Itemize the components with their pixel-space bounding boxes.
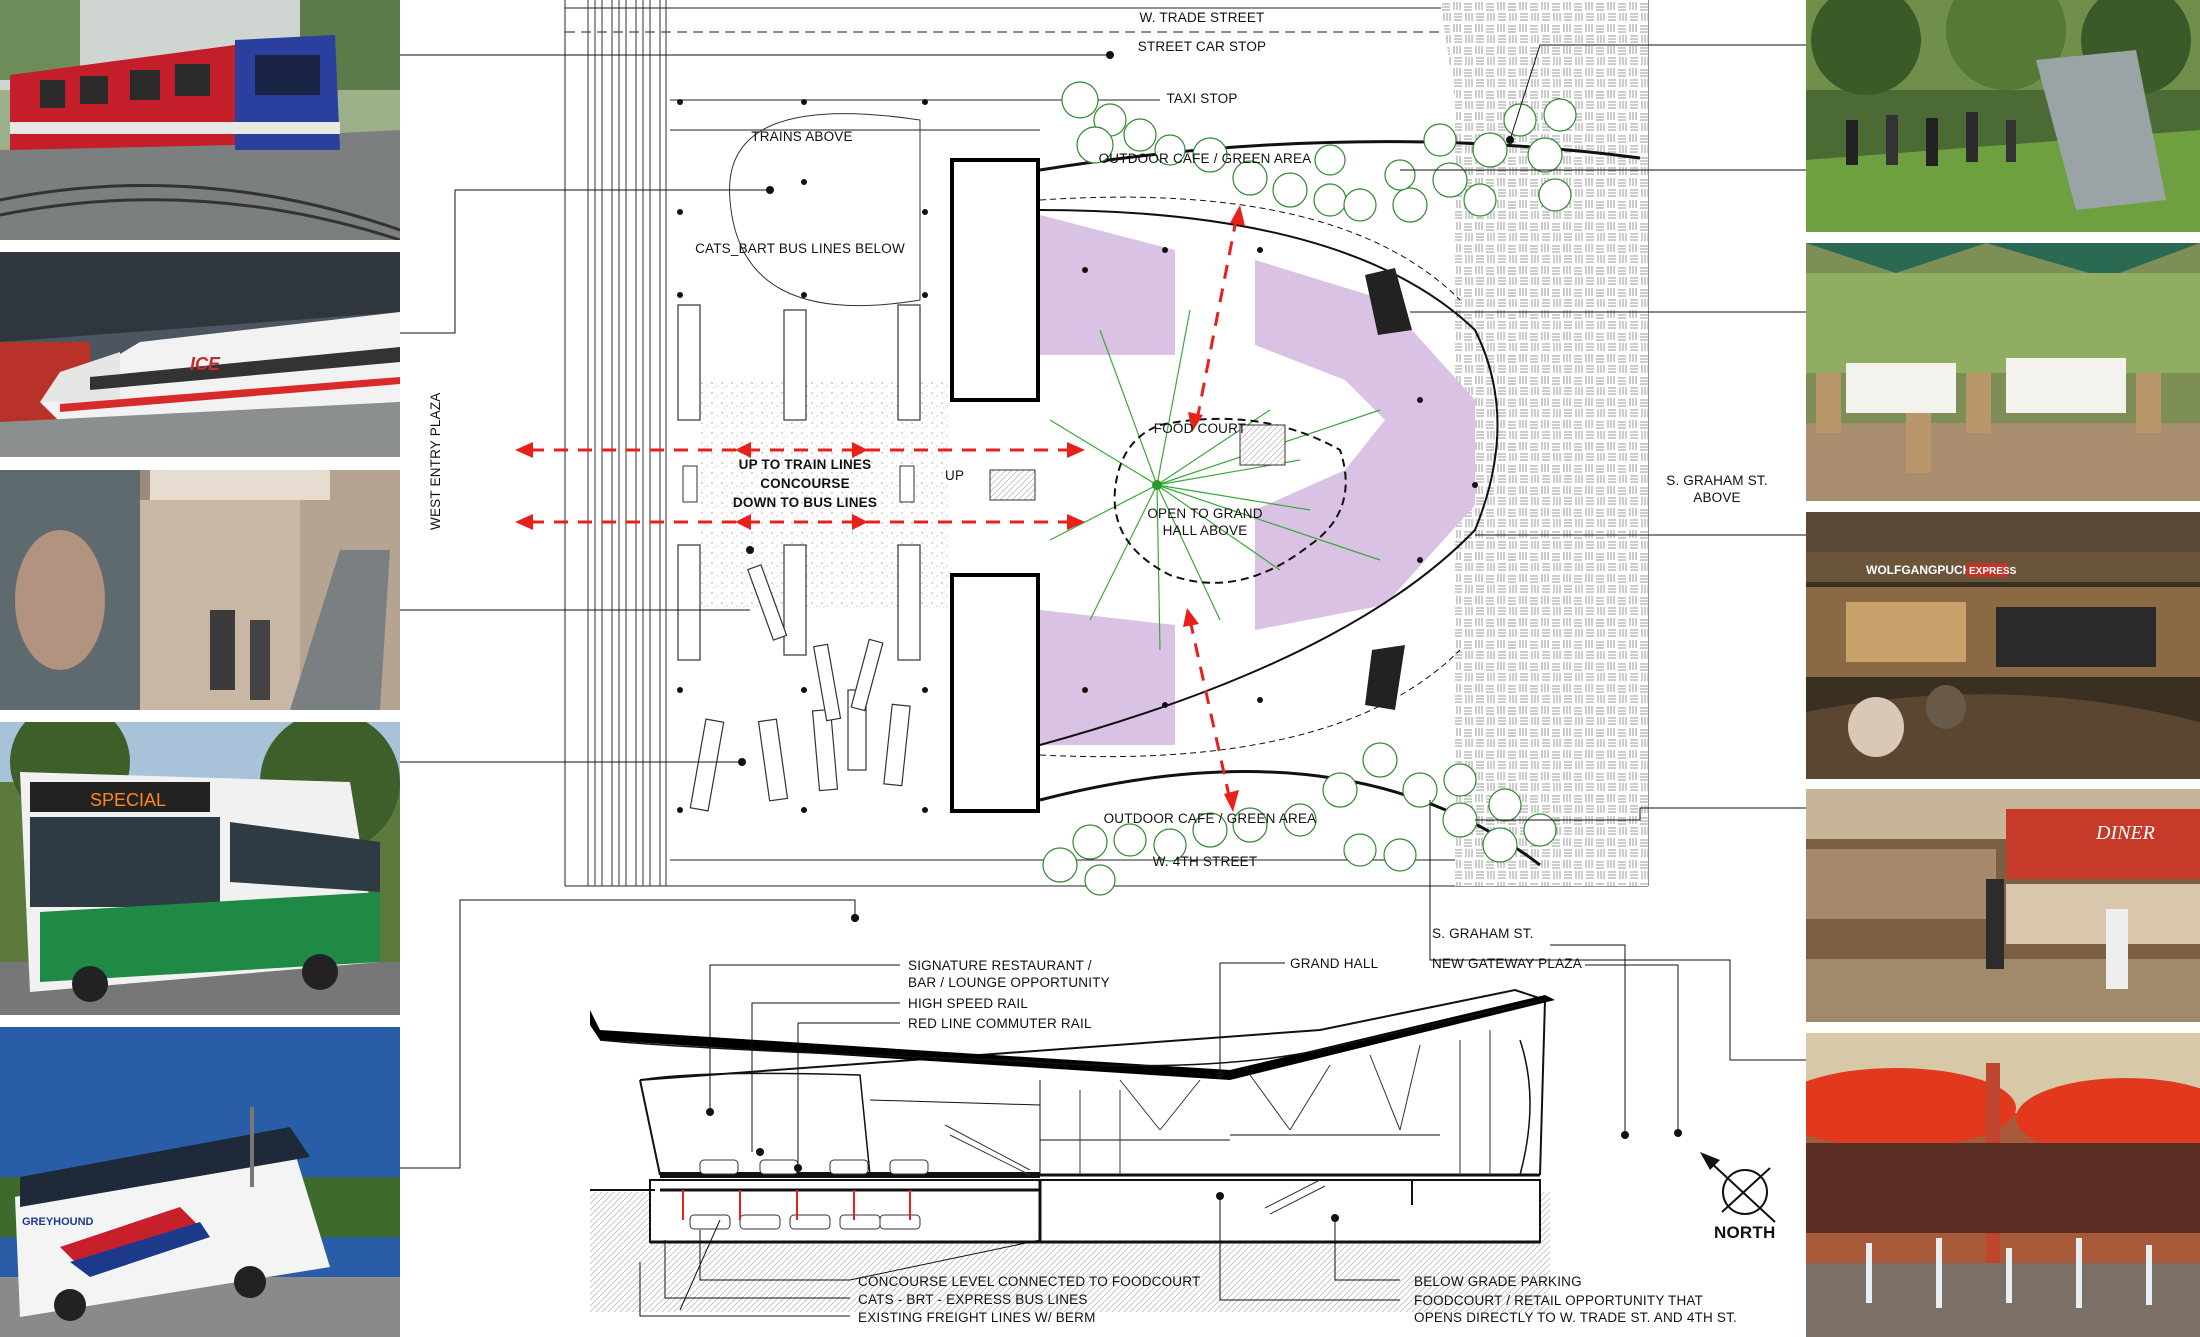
rail-tracks: [587, 0, 667, 886]
section-dots: [706, 914, 1682, 1222]
label-west-entry-plaza: WEST ENTRY PLAZA: [428, 392, 443, 531]
photo-streetcar: [0, 0, 400, 240]
label-up: UP: [945, 468, 965, 483]
label-w-trade-street: W. TRADE STREET: [1139, 10, 1265, 25]
trains-above-outline: [729, 113, 921, 307]
leader-dot: [1106, 51, 1114, 59]
label-s-graham-above-2: ABOVE: [1693, 490, 1741, 505]
bus-destination-sign: SPECIAL: [90, 790, 166, 810]
north-arrow-head: [1700, 1152, 1720, 1170]
label-open-to-grand: OPEN TO GRAND: [1147, 506, 1263, 521]
label-concourse: CONCOURSE: [760, 476, 850, 491]
retail-purple-zones: [1040, 215, 1475, 745]
section-drawing: [590, 988, 1550, 1312]
diner-sign: DINER: [2095, 822, 2155, 844]
photo-outdoor-cafe: [1806, 243, 2200, 501]
label-grand-hall: GRAND HALL: [1290, 956, 1379, 971]
leader-dot: [746, 546, 754, 554]
leader-dot: [766, 186, 774, 194]
section-stair: [944, 1124, 1326, 1215]
label-concourse-up: UP TO TRAIN LINES: [738, 457, 872, 472]
label-food-court: FOOD COURT: [1153, 421, 1247, 436]
label-hall-above: HALL ABOVE: [1162, 523, 1248, 538]
photo-concourse-escalator: [0, 470, 400, 710]
core-block-north: [950, 158, 1040, 402]
label-foodcourt-retail-2: OPENS DIRECTLY TO W. TRADE ST. AND 4TH S…: [1414, 1310, 1737, 1325]
food-court-radial: [1049, 309, 1381, 651]
leader-dot: [738, 758, 746, 766]
ice-logo: ICE: [190, 354, 221, 374]
label-street-car-stop: STREET CAR STOP: [1137, 39, 1267, 54]
section-red-arrows: [682, 1190, 911, 1220]
express-sign: EXPRESS: [1969, 566, 2017, 577]
label-high-speed-rail: HIGH SPEED RAIL: [908, 996, 1029, 1011]
escalators: [677, 304, 921, 661]
core-block-south: [950, 573, 1040, 813]
section-train-cars: [689, 1159, 929, 1230]
label-new-gateway-plaza: NEW GATEWAY PLAZA: [1432, 956, 1582, 971]
label-s-graham-st: S. GRAHAM ST.: [1432, 926, 1534, 941]
label-bar-lounge: BAR / LOUNGE OPPORTUNITY: [908, 975, 1110, 990]
label-north: NORTH: [1714, 1223, 1776, 1242]
label-cats-bart-bus: CATS_BART BUS LINES BELOW: [695, 241, 905, 256]
grand-hall-trusses: [1079, 1030, 1491, 1175]
label-outdoor-cafe-north: OUTDOOR CAFE / GREEN AREA: [1098, 151, 1312, 166]
photo-green-plaza: [1806, 0, 2200, 232]
food-court-stair: [1239, 424, 1286, 466]
north-arrow: [1707, 1159, 1776, 1223]
label-red-line: RED LINE COMMUTER RAIL: [908, 1016, 1092, 1031]
label-outdoor-cafe-south: OUTDOOR CAFE / GREEN AREA: [1103, 811, 1317, 826]
cafe-canopies: [1365, 268, 1412, 710]
photo-cats-bus: SPECIAL: [0, 722, 400, 1015]
circulation-arrowheads: [515, 205, 1245, 812]
label-existing-freight: EXISTING FREIGHT LINES W/ BERM: [858, 1310, 1096, 1325]
label-below-grade-parking: BELOW GRADE PARKING: [1414, 1274, 1582, 1289]
trees-north: [1061, 81, 1577, 223]
photo-greyhound-bus: GREYHOUND: [0, 1027, 400, 1337]
photo-ice-train: ICE: [0, 252, 400, 457]
concourse-doors: [682, 465, 1036, 503]
label-signature-restaurant: SIGNATURE RESTAURANT /: [908, 958, 1092, 973]
plan-column-dots: [677, 99, 1478, 813]
label-taxi-stop: TAXI STOP: [1166, 91, 1238, 106]
section-roof-underside: [599, 999, 1546, 1067]
photo-wolfgang-puck: WOLFGANGPUCK EXPRESS: [1806, 512, 2200, 779]
label-foodcourt-retail: FOODCOURT / RETAIL OPPORTUNITY THAT: [1414, 1293, 1704, 1308]
label-w-4th-street: W. 4TH STREET: [1152, 854, 1258, 869]
label-trains-above: TRAINS ABOVE: [751, 129, 853, 144]
label-concourse-down: DOWN TO BUS LINES: [732, 495, 878, 510]
label-cats-brt: CATS - BRT - EXPRESS BUS LINES: [858, 1292, 1088, 1307]
circulation-arrows: [530, 214, 1239, 801]
callout-leaders: [400, 44, 1806, 1169]
label-concourse-level: CONCOURSE LEVEL CONNECTED TO FOODCOURT: [858, 1274, 1201, 1289]
wolfgang-sign: WOLFGANGPUCK: [1866, 563, 1972, 577]
food-court-dashed-outline: [1113, 417, 1347, 584]
photo-plaza-fountain: [1806, 1033, 2200, 1337]
trees-south: [1042, 742, 1557, 896]
leader-dot: [1506, 136, 1514, 144]
photo-food-court-diner: DINER: [1806, 789, 2200, 1022]
section-leaders: [639, 944, 1679, 1317]
section-roof: [590, 995, 1555, 1080]
food-court-center: [1152, 480, 1162, 490]
bus-bays: [689, 564, 911, 812]
label-s-graham-above: S. GRAHAM ST.: [1666, 473, 1768, 488]
greyhound-logo: GREYHOUND: [22, 1216, 94, 1228]
